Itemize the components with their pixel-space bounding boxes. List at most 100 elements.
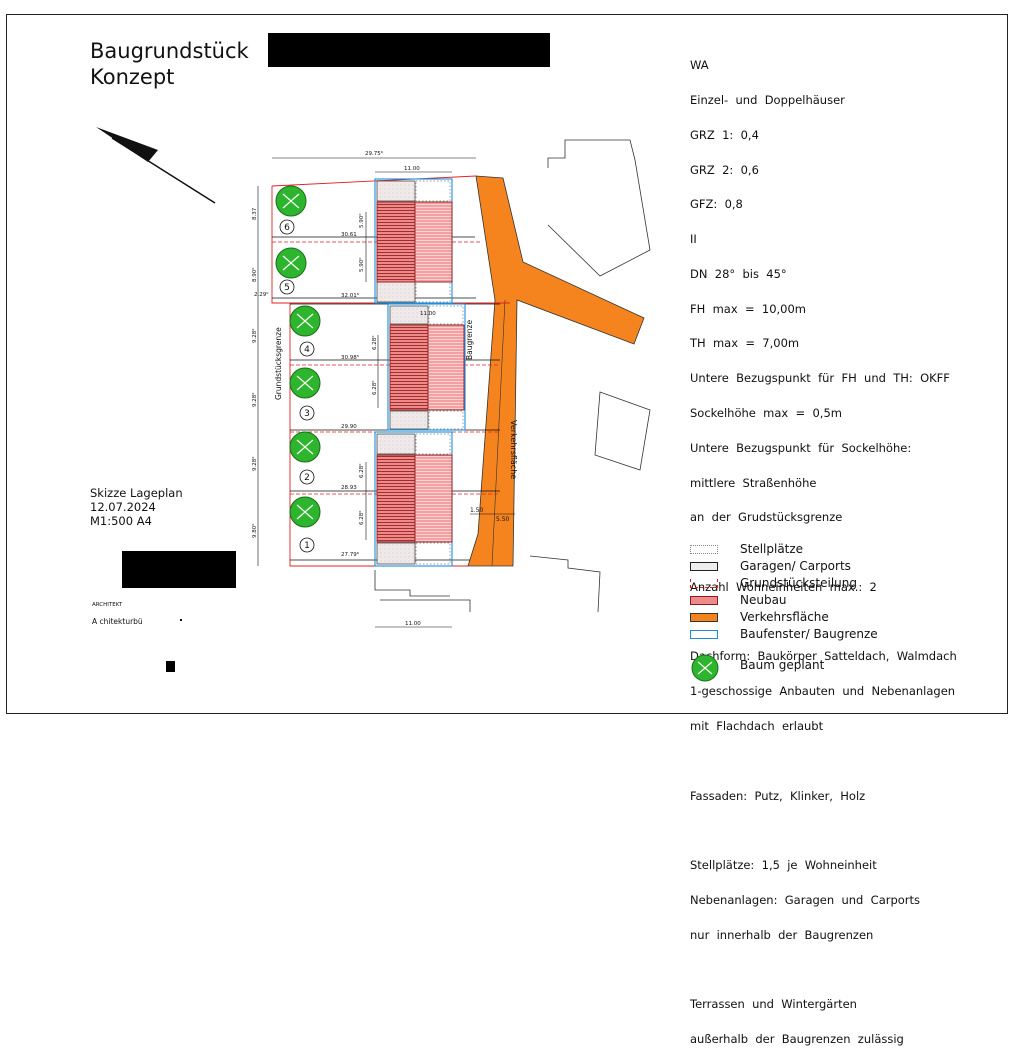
street-dim-1: 1.50 — [470, 507, 484, 514]
lot-numbers: 6 5 4 3 2 1 — [279, 219, 315, 553]
note-line: Einzel- und Doppelhäuser — [690, 92, 845, 107]
left-dim: 9.28⁰ — [251, 392, 258, 407]
boundary-symbol-icon — [690, 579, 718, 588]
note-line: TH max = 7,00m — [690, 336, 800, 351]
left-dim: 9.28⁰ — [251, 328, 258, 343]
inner-dim: 6.28⁰ — [358, 510, 365, 525]
grundstuecksgrenze-label: Grundstücksgrenze — [274, 327, 283, 400]
title-line-2: Konzept — [90, 65, 175, 89]
dimension-texts: 29.75⁶ 11.00 11.00 11.00 30.61 32.01⁶ 30… — [254, 150, 436, 627]
note-line — [690, 825, 957, 837]
lot-depth: 27.79⁶ — [341, 551, 360, 558]
legend-label: Baufenster/ Baugrenze — [740, 627, 878, 641]
note-line — [690, 756, 957, 768]
note-line: Stellplätze: 1,5 je Wohneinheit — [690, 858, 877, 873]
site-plan: 1.50 5.50 Verkehrsfläche — [96, 127, 651, 628]
inner-dim: 5.90⁰ — [358, 213, 365, 228]
dimension-lines — [257, 157, 476, 628]
lot-number: 6 — [284, 223, 290, 233]
note-line: FH max = 10,00m — [690, 301, 807, 316]
parking-spaces — [415, 180, 464, 565]
note-line: 1-geschossige Anbauten und Nebenanlagen — [690, 684, 956, 699]
rotated-dimensions: 8.37 8.90⁰ 9.28⁰ 9.28⁰ 9.28⁰ 9.80⁰ 5.90⁰… — [251, 207, 474, 538]
sketch-title: Skizze Lageplan — [90, 486, 183, 500]
north-arrow-icon — [96, 127, 216, 204]
left-dim-small: 2.29⁰ — [254, 291, 269, 298]
lot-number: 4 — [304, 345, 310, 355]
redacted-square — [166, 661, 175, 672]
parking-symbol-icon — [690, 545, 718, 554]
legend-label: Stellplätze — [740, 542, 804, 556]
dim-top-width: 29.75⁶ — [365, 150, 384, 157]
redacted-block-architect — [122, 551, 236, 588]
garage-symbol-icon — [690, 562, 718, 571]
street-area: 1.50 5.50 Verkehrsfläche — [467, 175, 645, 567]
note-line: Untere Bezugspunkt für Sockelhöhe: — [690, 440, 912, 455]
note-line — [690, 965, 957, 977]
note-line: mittlere Straßenhöhe — [690, 475, 817, 490]
note-line: GFZ: 0,8 — [690, 197, 743, 212]
note-line: Nebenanlagen: Garagen und Carports — [690, 892, 921, 907]
small-mark — [180, 619, 182, 621]
note-line: II — [690, 232, 697, 247]
legend-item-verkehrsflaeche: Verkehrsfläche — [690, 610, 950, 625]
baufenster-symbol-icon — [690, 630, 718, 639]
inner-dim: 6.28⁰ — [358, 463, 365, 478]
note-line: Fassaden: Putz, Klinker, Holz — [690, 788, 866, 803]
inner-dim: 5.90⁰ — [358, 257, 365, 272]
lot-depth: 29.90 — [341, 424, 357, 430]
note-line: an der Grudstücksgrenze — [690, 510, 843, 525]
baugrenze-label: Baugrenze — [465, 320, 474, 360]
note-line: WA — [690, 58, 709, 73]
garages — [376, 180, 429, 565]
plan-title: Baugrundstück Konzept — [90, 38, 249, 90]
legend-item-grundstuecksteilung: Grundstücksteilung — [690, 576, 950, 591]
sketch-scale: M1:500 A4 — [90, 514, 152, 528]
lot-number: 1 — [304, 541, 310, 551]
note-line: nur innerhalb der Baugrenzen — [690, 927, 874, 942]
architect-name: A chitekturbü — [92, 617, 143, 626]
inner-dim: 6.28⁰ — [371, 380, 378, 395]
inner-dim: 6.28⁰ — [371, 335, 378, 350]
legend-item-stellplaetze: Stellplätze — [690, 542, 950, 557]
left-dim: 9.28⁰ — [251, 456, 258, 471]
drawing-frame — [6, 14, 1008, 714]
lot-depth: 32.01⁶ — [341, 292, 360, 299]
note-line: Dachform: Baukörper Satteldach, Walmdach — [690, 649, 957, 664]
lot-depth: 30.98⁵ — [341, 354, 359, 361]
legend-label: Verkehrsfläche — [740, 610, 829, 624]
lot-number: 3 — [304, 409, 310, 419]
legend-label: Baum geplant — [740, 658, 825, 672]
tree-icon — [289, 305, 321, 337]
legend-item-garagen: Garagen/ Carports — [690, 559, 950, 574]
legend-item-baum: Baum geplant — [690, 654, 950, 682]
tree-icon — [289, 496, 321, 528]
legend-item-baufenster: Baufenster/ Baugrenze — [690, 627, 950, 642]
note-line: GRZ 2: 0,6 — [690, 162, 759, 177]
sketch-info: Skizze Lageplan 12.07.2024 M1:500 A4 — [90, 486, 183, 528]
sketch-date: 12.07.2024 — [90, 500, 156, 514]
legend-item-neubau: Neubau — [690, 593, 950, 608]
lot-depth: 30.61 — [341, 232, 357, 238]
lot-depth: 28.93 — [341, 485, 357, 491]
street-dim-2: 5.50 — [496, 516, 510, 523]
tree-icon — [289, 431, 321, 463]
lot-number: 2 — [304, 473, 310, 483]
legend-label: Neubau — [740, 593, 787, 607]
left-dim: 8.37 — [252, 207, 258, 220]
dim-mid-width: 11.00 — [420, 311, 436, 317]
tree-icon — [275, 247, 307, 279]
street-label: Verkehrsfläche — [509, 420, 518, 479]
note-line: Sockelhöhe max = 0,5m — [690, 406, 842, 420]
legend-label: Garagen/ Carports — [740, 559, 851, 573]
title-line-1: Baugrundstück — [90, 39, 249, 63]
building-symbol-icon — [690, 596, 718, 605]
tree-icon — [289, 367, 321, 399]
tree-symbol-icon — [691, 654, 719, 682]
redacted-block-header — [268, 33, 550, 67]
note-line: Anzahl Wohneinheiten max.: 2 — [690, 579, 877, 594]
note-line: DN 28° bis 45° — [690, 266, 787, 281]
dim-block-width: 11.00 — [404, 166, 420, 172]
note-line: GRZ 1: 0,4 — [690, 127, 759, 142]
street-symbol-icon — [690, 613, 718, 622]
